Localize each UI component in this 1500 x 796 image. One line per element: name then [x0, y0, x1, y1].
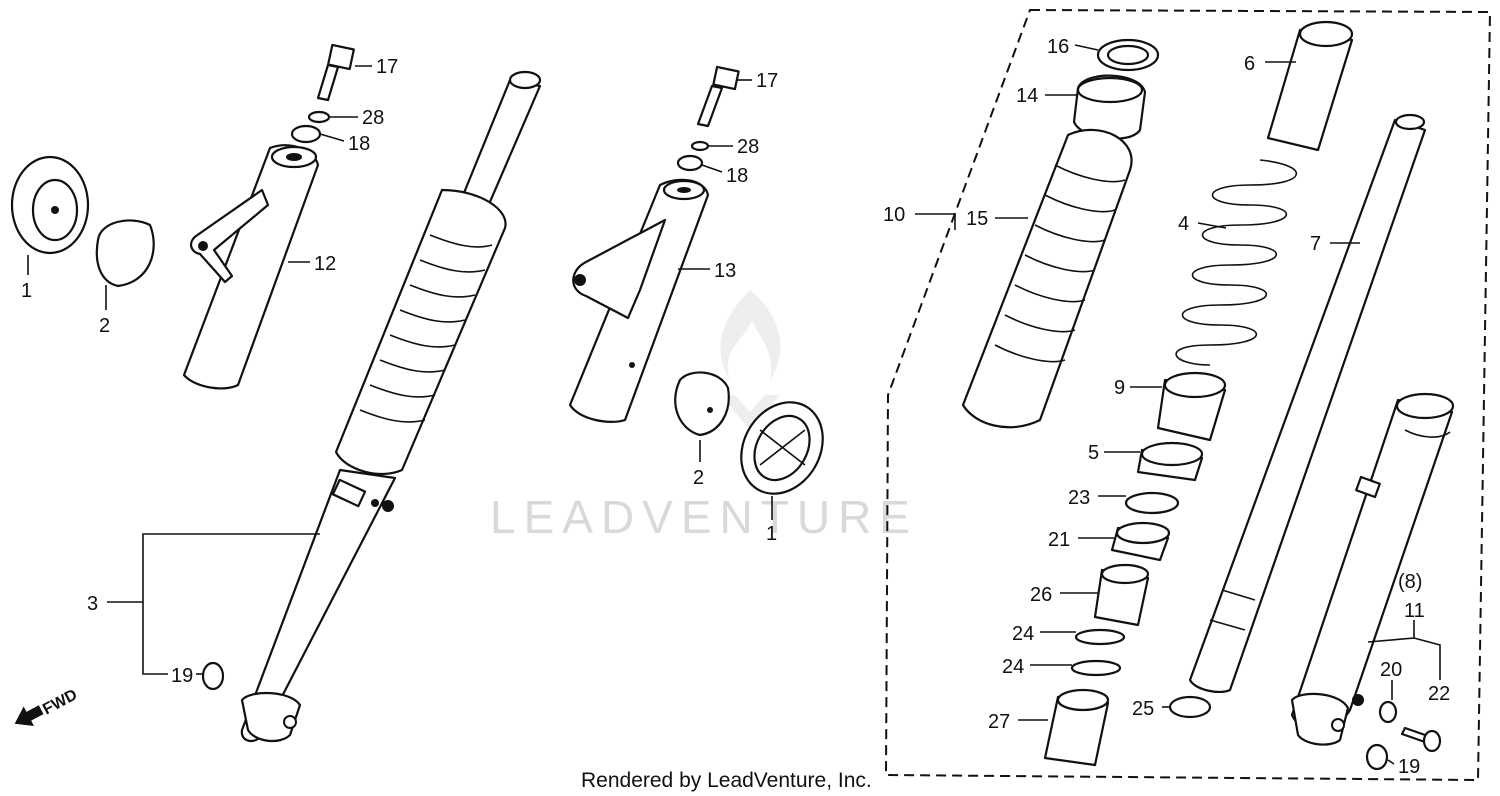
- callout-28-mid: 28: [737, 136, 759, 158]
- part-ring-14: [1072, 74, 1147, 140]
- callout-14: 14: [1016, 85, 1038, 107]
- part-washer-19-left: [201, 661, 225, 691]
- callout-18-mid: 18: [726, 165, 748, 187]
- part-ring-16: [1096, 38, 1160, 72]
- callout-6: 6: [1244, 53, 1255, 75]
- callout-13: 13: [714, 260, 736, 282]
- callout-20: 20: [1380, 659, 1402, 681]
- callout-11: 11: [1404, 600, 1425, 622]
- part-bolt-17-mid: [696, 65, 740, 128]
- callout-1-mid: 1: [766, 523, 777, 545]
- part-clip-24a: [1074, 628, 1126, 646]
- flame-logo-icon: [720, 290, 781, 430]
- part-bushing-26: [1093, 563, 1150, 627]
- callout-12: 12: [314, 253, 336, 275]
- callout-23: 23: [1068, 487, 1090, 509]
- part-tube-6: [1266, 20, 1354, 152]
- callout-7: 7: [1310, 233, 1321, 255]
- part-washer-28-left: [307, 110, 331, 124]
- callout-25: 25: [1132, 698, 1154, 720]
- callout-19-left: 19: [171, 665, 193, 687]
- callout-28-left: 28: [362, 107, 384, 129]
- callout-3: 3: [87, 593, 98, 615]
- fwd-label: FWD: [40, 686, 80, 718]
- part-washer-25: [1168, 695, 1212, 719]
- callout-labels: 1 2 12 17 28 18 3 19 17 28 18 13 2 1 10 …: [21, 36, 1450, 778]
- leader-lines: [27, 44, 1441, 765]
- callout-16: 16: [1047, 36, 1069, 58]
- part-ring-23: [1124, 491, 1180, 515]
- callout-21: 21: [1048, 529, 1070, 551]
- part-bolt-17-left: [316, 43, 355, 102]
- callout-2-mid: 2: [693, 467, 704, 489]
- callout-9: 9: [1114, 377, 1125, 399]
- part-seal-21: [1110, 521, 1171, 562]
- callout-2-left: 2: [99, 315, 110, 337]
- callout-24a: 24: [1012, 623, 1034, 645]
- callout-10: 10: [883, 204, 905, 226]
- callout-5: 5: [1088, 442, 1099, 464]
- part-washer-28-mid: [690, 140, 710, 152]
- part-bracket-13: [568, 178, 710, 423]
- part-washer-18-left: [290, 124, 322, 144]
- part-clip-24b: [1070, 659, 1122, 677]
- part-boot-15: [961, 128, 1133, 429]
- part-fork-leg-3: [240, 70, 542, 743]
- part-spring-4: [1175, 159, 1298, 366]
- part-inner-tube-7: [1188, 113, 1427, 694]
- part-bushing-27: [1043, 688, 1110, 767]
- part-washer-18-mid: [676, 154, 704, 172]
- callout-1-left: 1: [21, 280, 32, 302]
- exploded-view-box: [884, 8, 1492, 782]
- callout-8: (8): [1398, 571, 1422, 593]
- callout-15: 15: [966, 208, 988, 230]
- part-seal-5: [1136, 441, 1204, 482]
- part-bushing-9: [1156, 371, 1227, 442]
- callout-24b: 24: [1002, 656, 1024, 678]
- part-cap-2-left: [95, 219, 155, 288]
- part-washer-19-right: [1365, 743, 1389, 771]
- part-washer-20: [1378, 700, 1398, 724]
- callout-26: 26: [1030, 584, 1052, 606]
- watermark-text: LEADVENTURE: [490, 491, 918, 543]
- callout-19-right: 19: [1398, 756, 1420, 778]
- callout-17-left: 17: [376, 56, 398, 78]
- footer-credit: Rendered by LeadVenture, Inc.: [581, 769, 872, 792]
- part-cover-1-left: [10, 155, 90, 255]
- part-outer-tube-8: [1290, 392, 1455, 746]
- part-cap-2-mid: [674, 371, 730, 437]
- callout-22: 22: [1428, 683, 1450, 705]
- callout-4: 4: [1178, 213, 1189, 235]
- part-bracket-12: [182, 144, 320, 390]
- part-bolt-22: [1400, 726, 1442, 753]
- callout-17-mid: 17: [756, 70, 778, 92]
- fwd-arrow-icon: FWD: [14, 686, 80, 726]
- callout-18-left: 18: [348, 133, 370, 155]
- callout-27: 27: [988, 711, 1010, 733]
- part-cover-1-mid: [740, 401, 824, 495]
